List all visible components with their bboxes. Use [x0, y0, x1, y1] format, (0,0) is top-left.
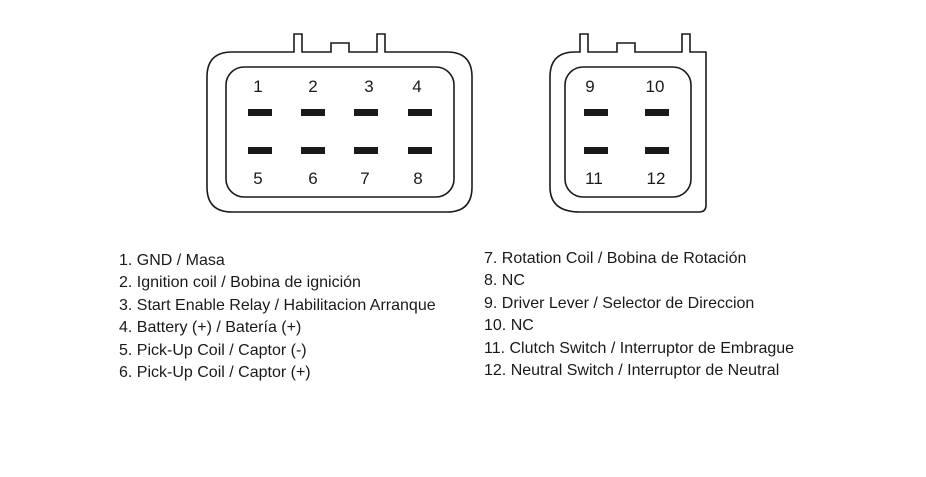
pin-legend-right: 7. Rotation Coil / Bobina de Rotación 8.… — [484, 248, 794, 382]
pin-legend-left: 1. GND / Masa 2. Ignition coil / Bobina … — [119, 250, 436, 384]
connector-b-inner-outline — [564, 66, 692, 198]
pin-label: 2 — [308, 77, 317, 96]
legend-item: 3. Start Enable Relay / Habilitacion Arr… — [119, 296, 436, 314]
legend-item: 9. Driver Lever / Selector de Direccion — [484, 294, 755, 312]
pin-slot — [645, 109, 669, 116]
pin-slot — [248, 147, 272, 154]
pin-slot — [354, 147, 378, 154]
connector-b-outline — [549, 33, 707, 213]
pin-label: 12 — [647, 169, 666, 188]
connector-a-outline — [206, 33, 473, 213]
legend-item: 7. Rotation Coil / Bobina de Rotación — [484, 250, 747, 267]
pin-label: 10 — [646, 77, 665, 96]
pin-label: 9 — [585, 77, 594, 96]
pin-slot — [301, 147, 325, 154]
legend-item: 8. NC — [484, 272, 525, 290]
pin-slot — [248, 109, 272, 116]
pin-slot — [408, 147, 432, 154]
pin-label: 3 — [364, 77, 373, 96]
pin-slot — [584, 147, 608, 154]
legend-item: 6. Pick-Up Coil / Captor (+) — [119, 364, 311, 382]
legend-item: 4. Battery (+) / Batería (+) — [119, 319, 302, 337]
pin-slot — [301, 109, 325, 116]
pin-label: 7 — [360, 169, 369, 188]
pin-label: 4 — [412, 77, 421, 96]
legend-item: 1. GND / Masa — [119, 252, 225, 269]
legend-item: 2. Ignition coil / Bobina de ignición — [119, 274, 361, 292]
connector-a-inner-outline — [225, 66, 455, 198]
pin-label: 1 — [253, 77, 262, 96]
pin-label: 8 — [413, 169, 422, 188]
pin-label: 11 — [585, 169, 603, 188]
pin-slot — [354, 109, 378, 116]
pin-slot — [584, 109, 608, 116]
pin-label: 5 — [253, 169, 262, 188]
pin-slot — [408, 109, 432, 116]
pin-slot — [645, 147, 669, 154]
legend-item: 10. NC — [484, 317, 534, 335]
pin-label: 6 — [308, 169, 317, 188]
legend-item: 11. Clutch Switch / Interruptor de Embra… — [484, 339, 795, 357]
legend-item: 5. Pick-Up Coil / Captor (-) — [119, 341, 307, 359]
legend-item: 12. Neutral Switch / Interruptor de Neut… — [484, 362, 780, 380]
